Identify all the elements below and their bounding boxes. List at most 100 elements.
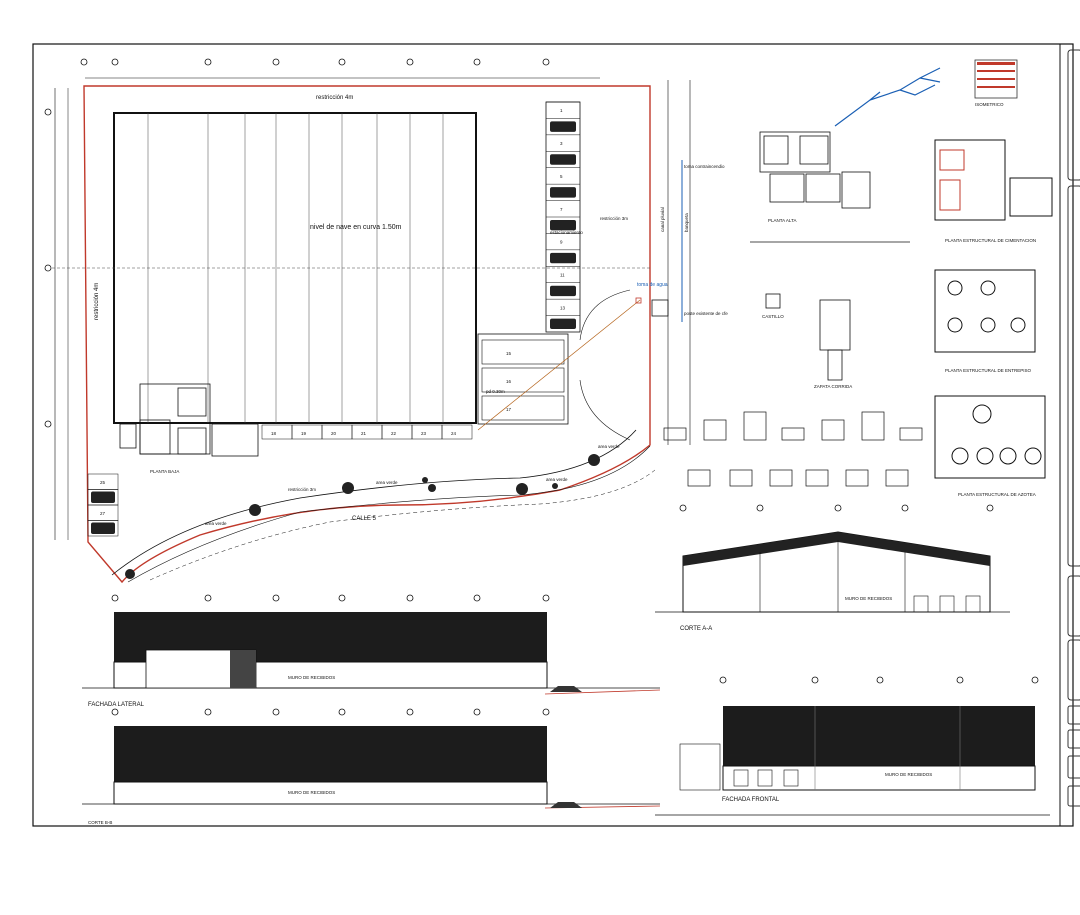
road-center bbox=[149, 469, 656, 581]
water-intake-label: toma de agua bbox=[637, 282, 668, 288]
side-facade-label: FACHADA LATERAL bbox=[88, 702, 145, 708]
road-edge-outer bbox=[127, 445, 651, 583]
sidewalk-label: banqueta bbox=[684, 213, 689, 232]
facade-axis-markers bbox=[111, 504, 1039, 716]
restriction-top-label: restricción 4m bbox=[316, 95, 353, 101]
title-block bbox=[1067, 49, 1080, 807]
restriction-right-label: restricción 3m bbox=[600, 216, 628, 221]
section-bb-label: CORTE B-B bbox=[88, 820, 112, 825]
truck-bay bbox=[481, 367, 565, 393]
parking-number: 21 bbox=[361, 431, 367, 436]
detail-footing bbox=[805, 469, 829, 487]
parked-car bbox=[550, 154, 576, 165]
section-bb: MURO DE RECIBIDOS CORTE B-B bbox=[82, 726, 661, 825]
trees bbox=[125, 454, 600, 579]
parking-number: 11 bbox=[560, 272, 565, 277]
parking-number: 3 bbox=[560, 141, 563, 146]
structural-floor-plan: PLANTA ESTRUCTURAL DE ENTREPISO bbox=[934, 269, 1036, 373]
small-detail-grid bbox=[663, 411, 923, 487]
section-aa-wall-label: MURO DE RECIBIDOS bbox=[845, 596, 892, 601]
parking-space bbox=[441, 424, 473, 440]
slope-label: pd 0.30m bbox=[486, 389, 505, 394]
truck-bay-number: 17 bbox=[506, 407, 512, 412]
axis-markers-left bbox=[44, 108, 52, 428]
side-facade-wall-label: MURO DE RECIBIDOS bbox=[288, 675, 335, 680]
section-aa: MURO DE RECIBIDOS CORTE A-A bbox=[655, 531, 1010, 632]
cfe-pole-label: poste existente de cfe bbox=[684, 311, 728, 316]
fire-intake-label: toma contraincendio bbox=[684, 164, 725, 169]
detail-footing bbox=[743, 411, 767, 441]
isometric-detail: ISOMETRICO bbox=[834, 59, 1018, 127]
structural-plan-label: PLANTA ESTRUCTURAL DE ENTREPISO bbox=[945, 368, 1032, 373]
parking-label: estacionamiento bbox=[550, 230, 583, 235]
parking-number: 13 bbox=[560, 305, 566, 310]
footing-label: ZAPATA CORRIDA bbox=[814, 384, 852, 389]
parked-car bbox=[550, 220, 576, 231]
castle-label: CASTILLO bbox=[762, 314, 784, 319]
parking-spaces-right: 1234567891011121314 bbox=[546, 101, 580, 329]
parking-number: 22 bbox=[391, 431, 397, 436]
road-edge-inner bbox=[111, 429, 637, 576]
warehouse-grid bbox=[52, 113, 650, 423]
site-plan: nivel de nave en curva 1.50m restricción… bbox=[44, 58, 728, 584]
parking-number: 27 bbox=[100, 511, 106, 516]
parked-car bbox=[550, 121, 576, 132]
parking-space bbox=[321, 424, 353, 440]
detail-footing bbox=[729, 469, 753, 487]
parking-space bbox=[291, 424, 323, 440]
green-area-label-4: area verde bbox=[598, 444, 620, 449]
property-line bbox=[83, 85, 651, 584]
foundation-plan-label: PLANTA ESTRUCTURAL DE CIMENTACION bbox=[945, 238, 1036, 243]
detail-footing bbox=[687, 469, 711, 487]
detail-footing bbox=[703, 419, 727, 441]
detail-footing bbox=[821, 419, 845, 441]
parking-space bbox=[87, 520, 119, 537]
truck-bay bbox=[481, 395, 565, 421]
water-intake-marker bbox=[635, 297, 642, 304]
restriction-bottom-label: restricción 3m bbox=[288, 487, 316, 492]
gate-arc-2 bbox=[579, 379, 631, 441]
detail-footing bbox=[663, 427, 687, 441]
parking-space bbox=[381, 424, 413, 440]
section-aa-label: CORTE A-A bbox=[680, 626, 712, 632]
axis-markers-top bbox=[80, 58, 550, 66]
parking-number: 20 bbox=[331, 431, 337, 436]
parked-car bbox=[550, 285, 576, 297]
roof-structure-plan: PLANTA ESTRUCTURAL DE AZOTEA bbox=[934, 395, 1046, 497]
office-ground-floor bbox=[119, 383, 259, 457]
parking-number: 5 bbox=[560, 174, 563, 179]
parking-space bbox=[411, 424, 443, 440]
parking-number: 23 bbox=[421, 431, 427, 436]
nave-level-label: nivel de nave en curva 1.50m bbox=[310, 224, 402, 231]
front-facade: MURO DE RECIBIDOS FACHADA FRONTAL bbox=[655, 706, 1050, 816]
parked-car bbox=[550, 187, 576, 198]
upper-floor-plan: PLANTA ALTA bbox=[759, 131, 871, 223]
green-area-label-3: area verde bbox=[205, 521, 227, 526]
parking-number: 7 bbox=[560, 207, 563, 212]
detail-footing bbox=[845, 469, 869, 487]
upper-floor-label: PLANTA ALTA bbox=[768, 218, 797, 223]
ground-floor-label: PLANTA BAJA bbox=[150, 469, 179, 474]
green-area-label-2: area verde bbox=[546, 477, 568, 482]
detail-footing bbox=[781, 427, 805, 441]
gate-arc-1 bbox=[579, 289, 631, 341]
truck-bay bbox=[481, 339, 565, 365]
parking-number: 1 bbox=[560, 108, 563, 113]
front-facade-label: FACHADA FRONTAL bbox=[722, 797, 780, 803]
parking-space bbox=[351, 424, 383, 440]
parking-number: 24 bbox=[451, 431, 457, 436]
detail-footing bbox=[769, 469, 793, 487]
parked-car bbox=[550, 252, 576, 264]
section-bb-wall-label: MURO DE RECIBIDOS bbox=[288, 790, 335, 795]
parking-number: 18 bbox=[271, 431, 277, 436]
parked-car bbox=[91, 491, 115, 503]
street-label: CALLE 5 bbox=[352, 516, 377, 522]
section-bb-car bbox=[550, 802, 582, 808]
footing-details: ZAPATA CORRIDA CASTILLO bbox=[750, 241, 910, 389]
parking-number: 9 bbox=[560, 240, 563, 245]
cfe-pole-box bbox=[651, 299, 669, 317]
side-facade-car bbox=[550, 686, 582, 692]
